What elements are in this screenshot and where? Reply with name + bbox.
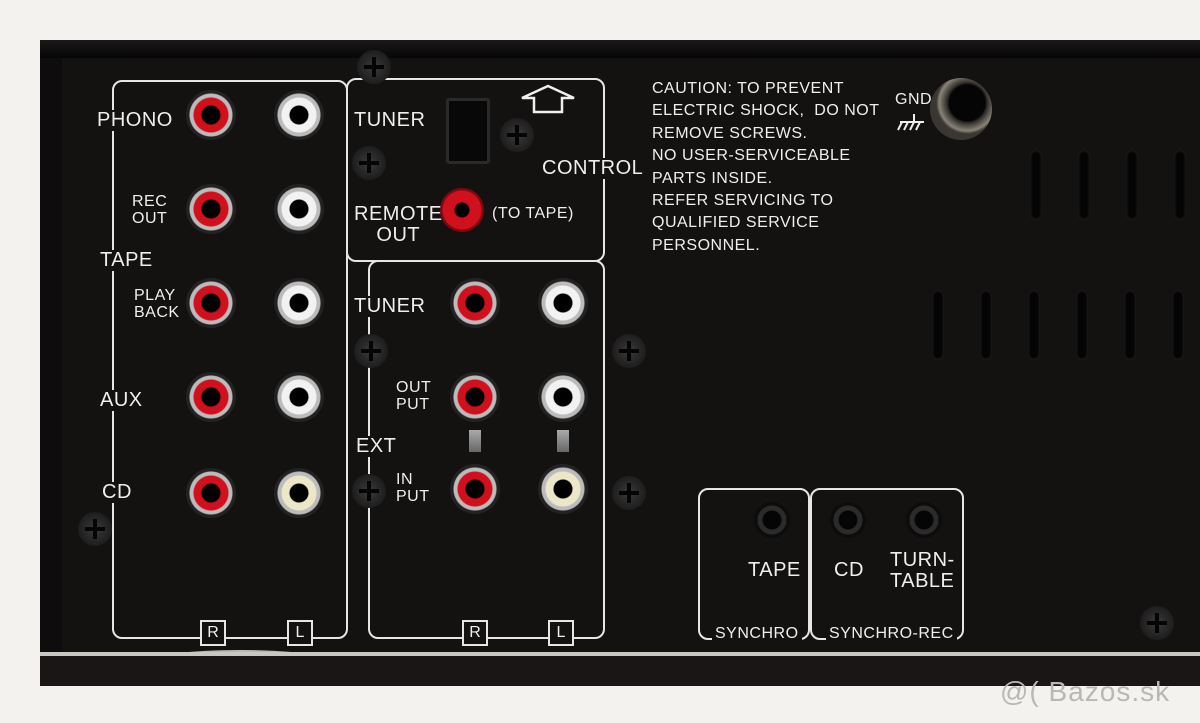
phono-l-jack[interactable]: [274, 90, 324, 140]
vent: [1078, 150, 1090, 220]
cd-r-jack[interactable]: [186, 468, 236, 518]
channel-l-marker: L: [287, 620, 313, 646]
label-synchro-rec: SYNCHRO-REC: [826, 625, 957, 643]
label-ext: EXT: [356, 435, 397, 457]
vent: [1030, 150, 1042, 220]
ext-input-r-jack[interactable]: [450, 464, 500, 514]
label-rec-out: REC OUT: [132, 193, 168, 227]
label-phono: PHONO: [97, 109, 173, 131]
vent: [1174, 150, 1186, 220]
screw-mid-right: [612, 334, 646, 368]
screw-top: [357, 50, 391, 84]
remote-out-jack[interactable]: [440, 188, 484, 232]
cd-l-jack[interactable]: [274, 468, 324, 518]
channel-r-marker-2: R: [462, 620, 488, 646]
screw-ext: [352, 474, 386, 508]
channel-l-marker-2: L: [548, 620, 574, 646]
label-tuner: TUNER: [354, 295, 426, 317]
chassis-base: [40, 656, 1200, 686]
vent: [1124, 290, 1136, 360]
vent: [1076, 290, 1088, 360]
label-synchro: SYNCHRO: [712, 625, 802, 643]
label-input: IN PUT: [396, 471, 430, 505]
rec-out-r-jack[interactable]: [186, 184, 236, 234]
caution-text: CAUTION: TO PREVENT ELECTRIC SHOCK, DO N…: [652, 80, 880, 254]
ext-output-l-jack[interactable]: [538, 372, 588, 422]
screw-far-left: [78, 512, 112, 546]
vent: [980, 290, 992, 360]
screw-far-right: [1140, 606, 1174, 640]
label-tuner-control: TUNER: [354, 109, 426, 131]
vent: [1028, 290, 1040, 360]
tuner-control-connector[interactable]: [446, 98, 490, 164]
label-aux: AUX: [100, 389, 143, 411]
label-synchro-tape: TAPE: [748, 559, 801, 581]
rec-out-l-jack[interactable]: [274, 184, 324, 234]
label-playback: PLAY BACK: [134, 287, 180, 321]
playback-r-jack[interactable]: [186, 278, 236, 328]
top-edge: [40, 40, 1200, 58]
ground-symbol-icon: [897, 114, 924, 131]
label-cd: CD: [102, 481, 132, 503]
chassis-bottom-edge: [40, 652, 1200, 656]
label-gnd: GND: [895, 91, 933, 108]
jumper-l[interactable]: [557, 430, 569, 452]
synchro-tape-jack[interactable]: [754, 502, 790, 538]
input-group-left-frame: [112, 80, 348, 639]
vent: [932, 290, 944, 360]
ext-input-l-jack[interactable]: [538, 464, 588, 514]
arrow-up-icon: [521, 84, 575, 114]
screw-right: [612, 476, 646, 510]
screw-tuner: [352, 146, 386, 180]
label-control: CONTROL: [542, 157, 644, 179]
phono-r-jack[interactable]: [186, 90, 236, 140]
synchro-rec-cd-jack[interactable]: [830, 502, 866, 538]
tuner-r-jack[interactable]: [450, 278, 500, 328]
synchro-rec-turntable-jack[interactable]: [906, 502, 942, 538]
ext-output-r-jack[interactable]: [450, 372, 500, 422]
vent: [1172, 290, 1184, 360]
watermark: @( Bazos.sk: [1000, 676, 1171, 707]
aux-l-jack[interactable]: [274, 372, 324, 422]
ground-terminal[interactable]: [930, 78, 992, 140]
label-synchro-rec-turntable: TURN- TABLE: [890, 549, 955, 592]
label-output: OUT PUT: [396, 379, 432, 413]
screw-mid-left: [354, 334, 388, 368]
channel-r-marker: R: [200, 620, 226, 646]
tuner-l-jack[interactable]: [538, 278, 588, 328]
screw-control: [500, 118, 534, 152]
vent: [1126, 150, 1138, 220]
playback-l-jack[interactable]: [274, 278, 324, 328]
label-to-tape: (TO TAPE): [492, 205, 574, 222]
label-tape: TAPE: [100, 249, 153, 271]
jumper-r[interactable]: [469, 430, 481, 452]
label-synchro-rec-cd: CD: [834, 559, 864, 581]
label-remote-out: REMOTE OUT: [354, 203, 443, 246]
aux-r-jack[interactable]: [186, 372, 236, 422]
